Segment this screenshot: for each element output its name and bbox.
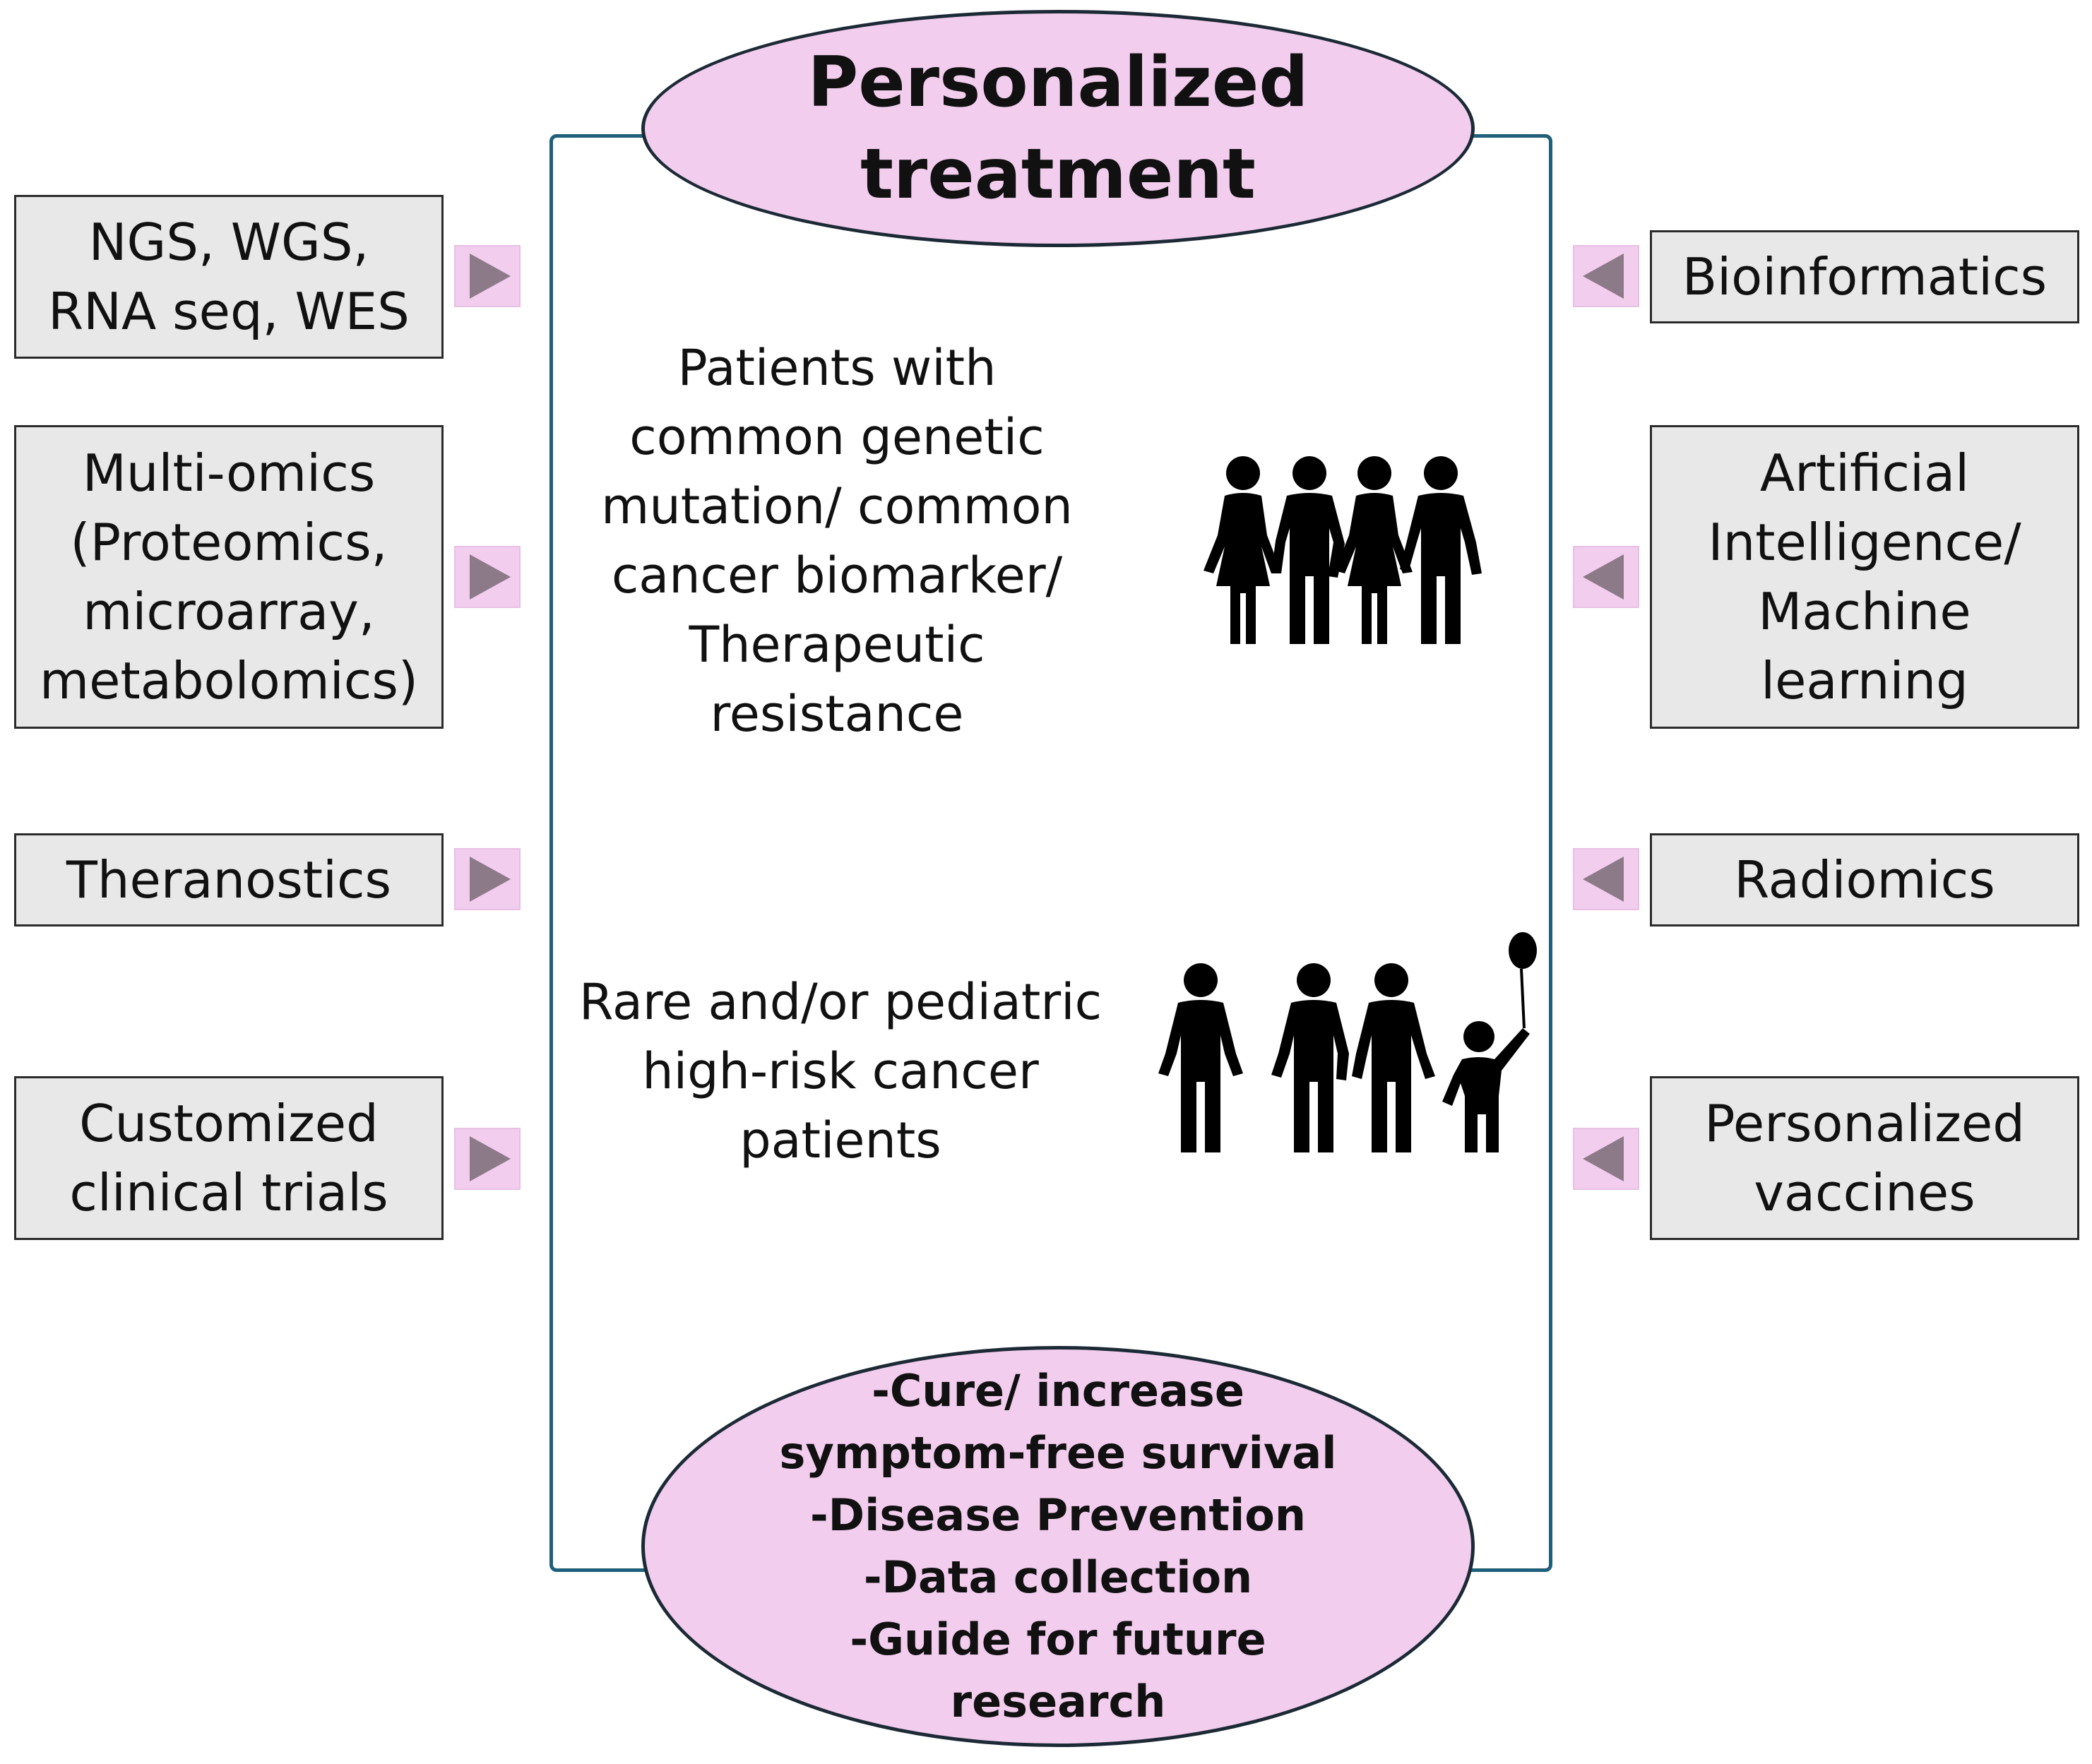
arrow-left-icon: [1583, 254, 1624, 299]
box-radiomics: Radiomics: [1650, 833, 2079, 926]
patient-group-common: Patients with common genetic mutation/ c…: [601, 339, 1073, 743]
box-clinical-trials: Customized clinical trials: [14, 1076, 444, 1240]
arrow-right-1: [452, 243, 523, 309]
outcome-item: -Cure/ increase: [872, 1365, 1244, 1417]
arrow-left-1: [1571, 243, 1641, 309]
family-with-child-icon: [1158, 932, 1537, 1152]
box-multi-omics: Multi-omics (Proteomics, microarray, met…: [14, 425, 444, 729]
arrow-right-icon: [470, 1136, 511, 1181]
arrow-right-2: [452, 544, 523, 610]
outcome-item: -Data collection: [863, 1551, 1253, 1603]
patient-group-rare: Rare and/or pediatric high-risk cancer p…: [578, 973, 1103, 1169]
arrow-right-icon: [470, 857, 511, 902]
diagram-title: Personalized treatment: [807, 42, 1309, 215]
arrow-right-3: [452, 846, 523, 912]
outcome-item: research: [950, 1676, 1166, 1727]
outcomes-list: -Cure/ increase symptom-free survival -D…: [780, 1360, 1337, 1733]
box-bioinformatics: Bioinformatics: [1650, 230, 2079, 323]
arrow-right-icon: [470, 554, 511, 600]
box-ai-ml: Artificial Intelligence/ Machine learnin…: [1650, 425, 2079, 729]
outcome-item: -Disease Prevention: [809, 1489, 1307, 1541]
arrow-left-2: [1571, 544, 1641, 610]
outcome-item: -Guide for future: [850, 1614, 1266, 1665]
arrow-left-icon: [1583, 554, 1624, 600]
arrow-left-4: [1571, 1126, 1641, 1192]
arrow-right-4: [452, 1126, 523, 1192]
box-vaccines: Personalized vaccines: [1650, 1076, 2079, 1240]
arrow-right-icon: [470, 254, 511, 299]
outcome-item: symptom-free survival: [779, 1427, 1337, 1479]
title-ellipse: Personalized treatment: [641, 10, 1475, 247]
arrow-left-icon: [1583, 857, 1624, 902]
four-adults-icon: [1204, 456, 1482, 644]
outcomes-ellipse: -Cure/ increase symptom-free survival -D…: [641, 1346, 1475, 1747]
arrow-left-icon: [1583, 1136, 1624, 1181]
box-sequencing: NGS, WGS, RNA seq, WES: [14, 195, 444, 359]
arrow-left-3: [1571, 846, 1641, 912]
box-theranostics: Theranostics: [14, 833, 444, 926]
